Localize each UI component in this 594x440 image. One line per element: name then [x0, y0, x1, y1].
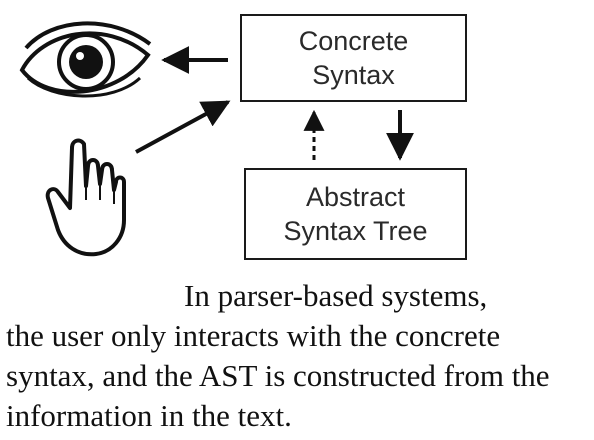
- caption: In parser-based systems, the user only i…: [6, 276, 590, 436]
- abstract-syntax-tree-box: Abstract Syntax Tree: [244, 168, 467, 260]
- concrete-syntax-box: Concrete Syntax: [240, 14, 467, 102]
- ast-label-line2: Syntax Tree: [283, 216, 428, 246]
- caption-first-line: In parser-based systems,: [184, 278, 488, 313]
- pointing-hand-icon: [45, 138, 126, 257]
- caption-body: the user only interacts with the concret…: [6, 318, 550, 433]
- diagram: Concrete Syntax Abstract Syntax Tree: [19, 14, 467, 260]
- eye-icon: [19, 21, 152, 98]
- ast-label-line1: Abstract: [305, 182, 406, 212]
- diagram-canvas: [19, 21, 414, 257]
- concrete-syntax-label-line2: Syntax: [312, 60, 395, 90]
- concrete-syntax-label-line1: Concrete: [298, 26, 409, 56]
- arrow-hand-to-concrete: [135, 100, 231, 154]
